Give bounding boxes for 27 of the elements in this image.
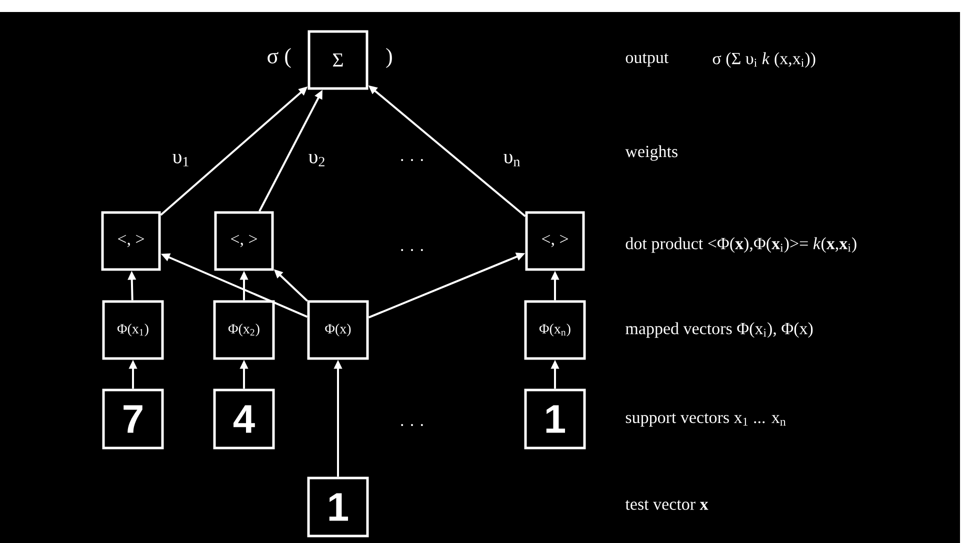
digit-box: 4 xyxy=(213,388,275,450)
dots: . . . xyxy=(401,158,423,161)
digit-box: 1 xyxy=(524,388,586,450)
mapping-box: Φ(x) xyxy=(307,300,369,360)
dot-product-box: <, > xyxy=(525,211,585,271)
weight-label: υ$_{n}$ xyxy=(502,152,522,168)
mapping-box: Φ(x$_{2}$) xyxy=(213,300,275,360)
row-label: weights xyxy=(625,145,678,161)
weight-label: υ$_{2}$ xyxy=(307,152,327,168)
dot-product-box: <, > xyxy=(214,211,274,271)
digit-box: 1 xyxy=(307,476,369,538)
mapping-box: Φ(x$_{n}$) xyxy=(524,300,586,360)
row-label: output xyxy=(626,53,669,67)
row-label: test vector x xyxy=(625,500,708,510)
formula-bracket: σ ( xyxy=(268,48,291,68)
formula-bracket: ) xyxy=(386,48,392,68)
dots: . . . xyxy=(401,424,423,426)
row-label: support vectors x$_{1}$ ... x$_{n}$ xyxy=(626,413,786,427)
sum-box: Σ xyxy=(308,30,368,90)
row-label: mapped vectors Φ(x$_{i}$), Φ(x) xyxy=(626,322,813,338)
weight-label: υ$_{1}$ xyxy=(171,152,191,168)
digit-box: 7 xyxy=(102,388,164,450)
row-label: dot product <Φ(x),Φ(x$_{i}$)>= k(x,x$_{i}$) xyxy=(626,237,856,253)
mapping-box: Φ(x$_{1}$) xyxy=(102,300,164,360)
dots: . . . xyxy=(401,248,423,251)
dot-product-box: <, > xyxy=(101,211,161,271)
row-label: σ (Σ υ$_{i}$ k (x,x$_{i}$)) xyxy=(712,52,816,68)
